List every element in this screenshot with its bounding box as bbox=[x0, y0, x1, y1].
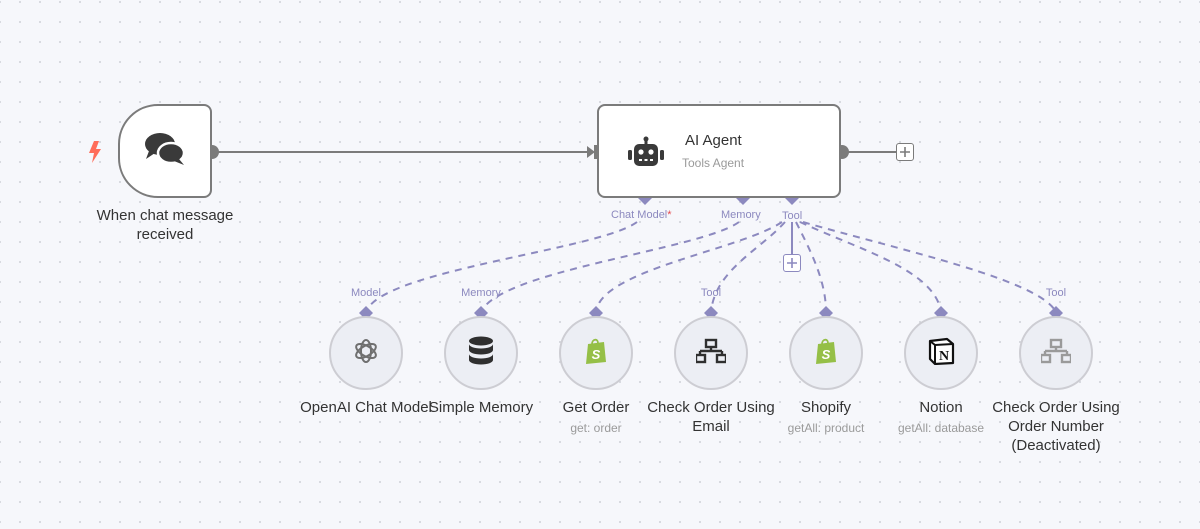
sub-node-shopify[interactable]: S bbox=[789, 316, 863, 390]
sub-node-label-notion: Notion bbox=[919, 399, 963, 416]
add-node-button[interactable] bbox=[896, 143, 914, 161]
connection-tool-check-email[interactable] bbox=[710, 221, 786, 313]
sub-port-label-model: Model bbox=[351, 287, 381, 299]
sub-node-label-openai: OpenAI Chat Model bbox=[300, 399, 432, 416]
shopify-icon: S bbox=[814, 337, 838, 370]
sub-node-label-get-order: Get Order bbox=[562, 399, 630, 416]
label-line: (Deactivated) bbox=[1011, 437, 1101, 454]
connection-arrow bbox=[587, 146, 595, 158]
sub-node-caption-get-order: get: order bbox=[570, 421, 622, 435]
shopify-icon: S bbox=[584, 337, 608, 370]
lightning-bolt-icon bbox=[86, 140, 104, 164]
plus-icon bbox=[787, 258, 797, 268]
sub-node-simple-memory[interactable] bbox=[444, 316, 518, 390]
sub-node-notion[interactable]: N bbox=[904, 316, 978, 390]
label-line: Check Order Using bbox=[992, 399, 1120, 416]
trigger-node-chat[interactable] bbox=[118, 104, 212, 198]
add-tool-button[interactable] bbox=[783, 254, 801, 272]
sub-node-label-check-email: Check Order Using Email bbox=[636, 398, 786, 436]
port-label-tool: Tool bbox=[782, 210, 803, 222]
connection-tool-check-number[interactable] bbox=[802, 221, 1057, 313]
chat-bubbles-icon bbox=[143, 131, 187, 172]
network-icon bbox=[1039, 338, 1073, 369]
sub-node-check-email[interactable] bbox=[674, 316, 748, 390]
sub-node-label-shopify: Shopify bbox=[800, 399, 852, 416]
database-icon bbox=[468, 336, 494, 371]
connection-tool-get-order[interactable] bbox=[595, 221, 783, 313]
sub-node-openai[interactable] bbox=[329, 316, 403, 390]
svg-text:N: N bbox=[939, 349, 949, 364]
notion-icon: N bbox=[927, 337, 955, 370]
plus-icon bbox=[900, 147, 910, 157]
sub-node-label-simple-memory: Simple Memory bbox=[428, 399, 534, 416]
sub-port-label-tool: Tool bbox=[1045, 287, 1067, 299]
label-line: Order Number bbox=[1008, 418, 1104, 435]
sub-node-caption-shopify: getAll: product bbox=[787, 421, 865, 435]
svg-text:S: S bbox=[592, 347, 601, 362]
label-line: Check Order Using bbox=[647, 399, 775, 416]
trigger-node-label: When chat message received bbox=[80, 206, 250, 244]
connection-tool-notion[interactable] bbox=[799, 221, 942, 313]
openai-icon bbox=[351, 336, 381, 371]
sub-node-get-order[interactable]: S bbox=[559, 316, 633, 390]
svg-text:S: S bbox=[822, 347, 831, 362]
trigger-label-line1: When chat message bbox=[96, 207, 234, 224]
chat-model-label: Chat Model bbox=[611, 209, 668, 221]
sub-port-label-tool: Tool bbox=[700, 287, 722, 299]
agent-title: AI Agent bbox=[685, 132, 742, 149]
sub-node-label-check-number: Check Order Using Order Number (Deactiva… bbox=[981, 398, 1131, 455]
robot-icon bbox=[627, 136, 665, 173]
port-label-memory: Memory bbox=[721, 209, 761, 221]
agent-subtitle: Tools Agent bbox=[682, 156, 745, 170]
sub-node-check-number[interactable] bbox=[1019, 316, 1093, 390]
sub-port-label-memory: Memory bbox=[461, 287, 501, 299]
sub-node-caption-notion: getAll: database bbox=[897, 421, 985, 435]
trigger-label-line2: received bbox=[136, 226, 194, 243]
label-line: Email bbox=[692, 418, 730, 435]
required-star: * bbox=[667, 209, 672, 221]
network-icon bbox=[694, 338, 728, 369]
port-label-chat-model: Chat Model* bbox=[611, 209, 672, 221]
